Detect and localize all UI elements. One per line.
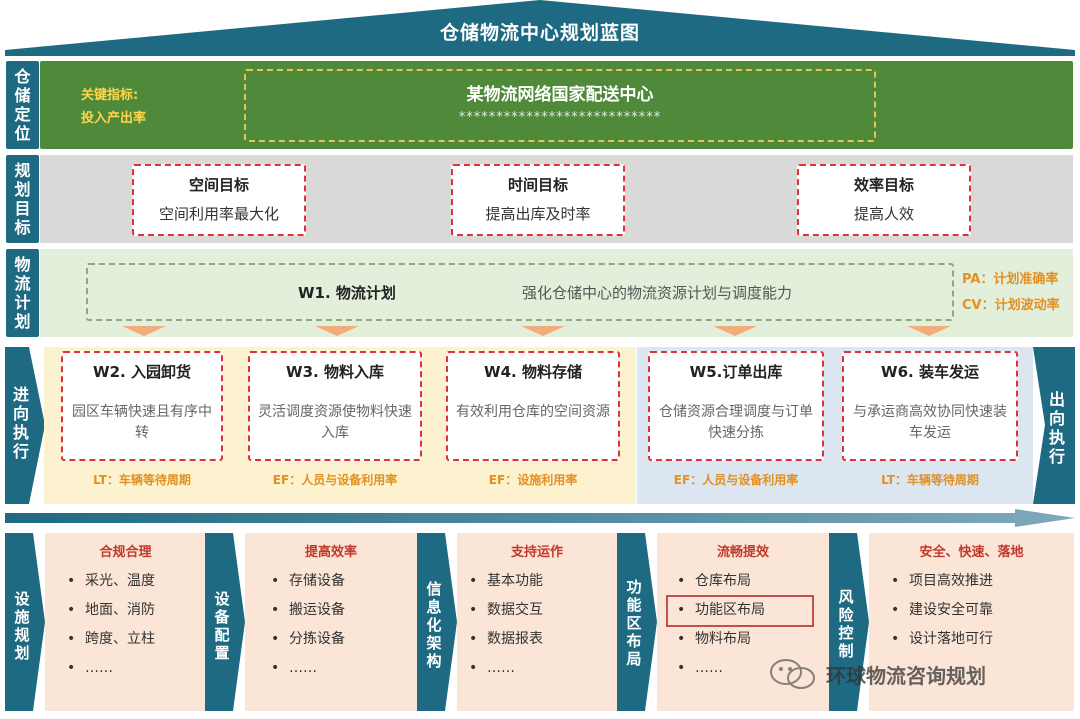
layout-panel bbox=[657, 533, 829, 711]
goal-time: 时间目标提高出库及时率 bbox=[451, 164, 625, 236]
it-list: •基本功能 •数据交互 •数据报表 •…… bbox=[465, 567, 543, 683]
list-item: •分拣设备 bbox=[271, 631, 345, 647]
positioning-row bbox=[40, 61, 1073, 149]
highlight-box bbox=[666, 595, 814, 627]
wechat-icon bbox=[770, 659, 815, 689]
outbound-label: 出向执行 bbox=[1048, 390, 1065, 466]
equipment-chevron bbox=[205, 533, 245, 711]
positioning-subtitle: *************************** bbox=[458, 110, 662, 125]
list-item: •…… bbox=[271, 660, 317, 676]
flow-arrow bbox=[5, 509, 1075, 527]
goal-space: 空间目标空间利用率最大化 bbox=[132, 164, 306, 236]
list-item: •…… bbox=[67, 660, 113, 676]
list-item: •仓库布局 bbox=[677, 573, 751, 589]
risk-chevron bbox=[829, 533, 869, 711]
list-item: •设计落地可行 bbox=[891, 631, 993, 647]
step-w6: W6. 装车发运与承运商高效协同快速装车发运 bbox=[842, 351, 1018, 461]
layout-label: 功能区布局 bbox=[626, 578, 642, 668]
inbound-label: 进向执行 bbox=[12, 385, 29, 461]
step-w5: W5.订单出库仓储资源合理调度与订单快速分拣 bbox=[648, 351, 824, 461]
list-item: •搬运设备 bbox=[271, 602, 345, 618]
list-item: •项目高效推进 bbox=[891, 573, 993, 589]
metric-w2: LT：车辆等待周期 bbox=[93, 473, 191, 487]
down-arrow bbox=[521, 326, 565, 336]
equipment-title: 提高效率 bbox=[304, 545, 357, 560]
it-chevron bbox=[417, 533, 457, 711]
layout-chevron bbox=[617, 533, 657, 711]
list-item: •基本功能 bbox=[469, 573, 543, 589]
list-item: •…… bbox=[677, 660, 723, 676]
list-item: •数据交互 bbox=[469, 602, 543, 618]
row-label-logistics: 物流计划 bbox=[6, 249, 39, 337]
down-arrow bbox=[315, 326, 359, 336]
outbound-chevron bbox=[1033, 347, 1075, 504]
list-item: •跨度、立柱 bbox=[67, 631, 155, 647]
inbound-chevron bbox=[5, 347, 45, 504]
risk-list: •项目高效推进 •建设安全可靠 •设计落地可行 bbox=[887, 567, 993, 654]
list-item: •存储设备 bbox=[271, 573, 345, 589]
positioning-title: 某物流网络国家配送中心 bbox=[466, 85, 654, 105]
w1-desc: 强化仓储中心的物流资源计划与调度能力 bbox=[522, 284, 793, 302]
facility-title: 合规合理 bbox=[99, 545, 152, 560]
risk-label: 风险控制 bbox=[838, 588, 854, 660]
equipment-list: •存储设备 •搬运设备 •分拣设备 •…… bbox=[267, 567, 345, 683]
it-panel bbox=[457, 533, 617, 711]
list-item: •地面、消防 bbox=[67, 602, 155, 618]
equipment-label: 设备配置 bbox=[214, 590, 230, 662]
positioning-box bbox=[244, 69, 876, 142]
step-w4: W4. 物料存储有效利用仓库的空间资源 bbox=[446, 351, 620, 461]
step-w3: W3. 物料入库灵活调度资源使物料快速入库 bbox=[248, 351, 422, 461]
risk-panel bbox=[869, 533, 1074, 711]
down-arrow bbox=[122, 326, 166, 336]
it-title: 支持运作 bbox=[510, 545, 563, 560]
list-item: •建设安全可靠 bbox=[891, 602, 993, 618]
kpi-label: 关键指标: 投入产出率 bbox=[81, 88, 147, 126]
facility-chevron bbox=[5, 533, 45, 711]
list-item: •物料布局 bbox=[677, 631, 751, 647]
list-item: •…… bbox=[469, 660, 515, 676]
list-item: •采光、温度 bbox=[67, 573, 155, 589]
step-w2: W2. 入园卸货园区车辆快速且有序中转 bbox=[61, 351, 223, 461]
metric-w6: LT：车辆等待周期 bbox=[881, 473, 979, 487]
row-label-goals: 规划目标 bbox=[6, 155, 39, 243]
page-title: 仓储物流中心规划蓝图 bbox=[439, 22, 640, 44]
list-item: •功能区布局 bbox=[677, 602, 765, 618]
watermark-text: 环球物流咨询规划 bbox=[826, 664, 986, 688]
metric-w5: EF：人员与设备利用率 bbox=[673, 473, 799, 487]
metric-w3: EF：人员与设备利用率 bbox=[272, 473, 398, 487]
layout-title: 流畅提效 bbox=[716, 545, 769, 560]
w1-title: W1. 物流计划 bbox=[298, 284, 396, 302]
list-item: •数据报表 bbox=[469, 631, 543, 647]
cv-metric: CV：计划波动率 bbox=[962, 298, 1060, 313]
pa-metric: PA：计划准确率 bbox=[962, 272, 1059, 287]
metric-w4: EF：设施利用率 bbox=[488, 473, 578, 487]
risk-title: 安全、快速、落地 bbox=[919, 545, 1024, 560]
row-label-positioning: 仓储定位 bbox=[6, 61, 39, 149]
it-label: 信息化架构 bbox=[426, 580, 442, 670]
down-arrow bbox=[907, 326, 951, 336]
goal-efficiency: 效率目标提高人效 bbox=[797, 164, 971, 236]
down-arrow bbox=[713, 326, 757, 336]
w1-box bbox=[86, 263, 954, 321]
title-banner bbox=[5, 0, 1075, 56]
equipment-panel bbox=[245, 533, 417, 711]
facility-panel bbox=[45, 533, 206, 711]
facility-label: 设施规划 bbox=[14, 590, 30, 662]
layout-list: •仓库布局 •功能区布局 •物料布局 •…… bbox=[673, 567, 765, 683]
facility-list: •采光、温度 •地面、消防 •跨度、立柱 •…… bbox=[63, 567, 155, 683]
